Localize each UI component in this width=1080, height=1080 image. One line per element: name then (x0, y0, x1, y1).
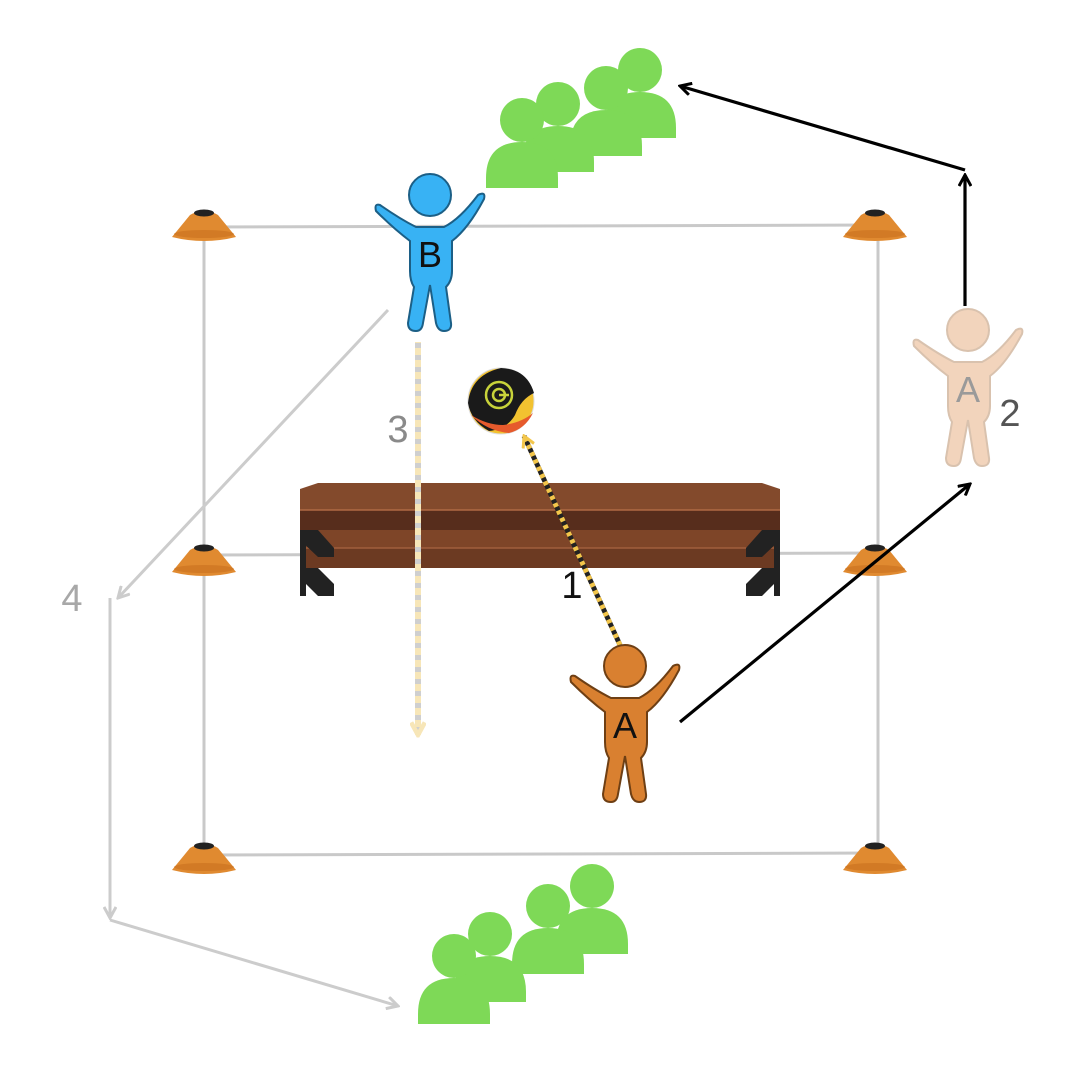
cone-top-left-icon (172, 209, 236, 241)
step-4-label: 4 (61, 578, 82, 620)
cone-middle-left-icon (172, 544, 236, 576)
player-a-end-label: A (956, 369, 980, 410)
step-3-label: 3 (387, 409, 408, 451)
step-2-label: 2 (999, 393, 1020, 435)
cone-top-right-icon (843, 209, 907, 241)
cone-bottom-right-icon (843, 842, 907, 874)
spikeball-icon (467, 367, 535, 435)
player-a-start-label: A (613, 705, 637, 746)
cone-bottom-left-icon (172, 842, 236, 874)
bench-icon (300, 483, 780, 596)
path-1-throw-arrow (524, 436, 623, 647)
player-a-end: A (912, 308, 1024, 468)
path-2-run-arrow (680, 86, 970, 724)
path-4-arrow (110, 308, 398, 1006)
queue-top-people-group-icon (486, 48, 676, 188)
player-a-start: A (569, 644, 681, 804)
step-1-label: 1 (561, 565, 582, 607)
player-b-label: B (418, 234, 442, 275)
queue-bottom-people-group-icon (418, 864, 628, 1024)
player-b: B (374, 173, 486, 333)
